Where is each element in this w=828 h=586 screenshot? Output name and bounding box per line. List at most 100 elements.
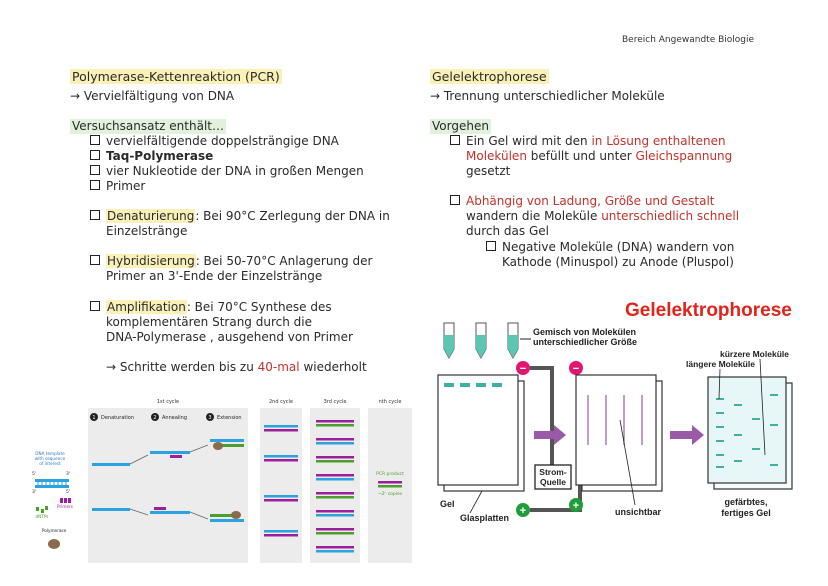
gel-figure-title: Gelelektrophorese (625, 300, 792, 321)
procedure-item: Ein Gel wird mit den in Lösung enthalten… (450, 134, 726, 149)
procedure-subitem-cont: Kathode (Minuspol) zu Anode (Pluspol) (502, 255, 734, 269)
checkbox-icon (90, 150, 100, 160)
step-denaturation-cont: Einzelstränge (106, 224, 188, 238)
gel-title: Gelelektrophorese (430, 69, 549, 84)
svg-text:fertiges Gel: fertiges Gel (721, 508, 771, 518)
arrow-icon (670, 425, 704, 445)
pipette-icons (443, 322, 519, 360)
checkbox-icon (90, 165, 100, 175)
setup-item: vier Nukleotide der DNA in großen Mengen (90, 164, 364, 179)
label-pcr-product: PCR product (376, 471, 404, 477)
extension-strands (210, 439, 244, 522)
primers-icon (60, 498, 71, 503)
cycle2-panel (260, 408, 302, 563)
label-cycle1: 1st cycle (157, 399, 179, 405)
svg-text:5': 5' (66, 489, 70, 495)
step-hybridization-cont: Primer an 3'-Ende der Einzelstränge (106, 269, 323, 283)
step-hybridization: Hybridisierung: Bei 50-70°C Anlagerung d… (90, 254, 372, 269)
step-amplification-cont: DNA-Polymerase , ausgehend von Primer (106, 330, 353, 344)
checkbox-icon (90, 135, 100, 145)
setup-item: vervielfältigende doppelsträngige DNA (90, 134, 339, 149)
label-cycle3: 3rd cycle (324, 399, 347, 405)
label-denaturation: Denaturation (101, 415, 134, 421)
checkbox-icon (90, 180, 100, 190)
checkbox-icon (90, 210, 100, 220)
polymerase-icon (48, 539, 60, 549)
cycle2-products (264, 425, 298, 537)
checkbox-icon (450, 195, 460, 205)
section-header: Bereich Angewandte Biologie (622, 35, 755, 45)
label-extension: Extension (217, 415, 242, 421)
svg-text:3': 3' (32, 489, 36, 495)
label-stained: gefärbtes, (724, 497, 767, 507)
svg-text:with sequence: with sequence (35, 456, 66, 461)
cycle3-products (316, 420, 354, 553)
pcr-diagram: 1st cycle 2nd cycle 3rd cycle nth cycle … (30, 395, 414, 565)
label-dntps: dNTPs (36, 514, 49, 519)
procedure-item-cont: gesetzt (466, 164, 511, 178)
label-polymerase: Polymerase (42, 528, 67, 533)
procedure-item-cont: wandern die Moleküle unterschiedlich sch… (466, 209, 740, 223)
procedure-item-cont: Molekülen befüllt und unter Gleichspannu… (466, 149, 733, 163)
svg-text:5': 5' (32, 471, 36, 477)
minus-pole-icon (516, 361, 530, 375)
svg-text:3': 3' (66, 471, 70, 477)
plus-pole-icon (569, 498, 583, 512)
gel-subtitle: → Trennung unterschiedlicher Moleküle (430, 89, 665, 103)
repeat-note: → Schritte werden bis zu 40-mal wiederho… (106, 360, 367, 374)
label-shorter: kürzere Moleküle (720, 349, 789, 359)
product-icon (378, 481, 402, 488)
gel-electrophoresis-diagram: Gelelektrophorese Gemisch von Molekülen … (437, 300, 793, 523)
svg-text:1: 1 (92, 415, 95, 421)
svg-text:2: 2 (153, 415, 156, 421)
checkbox-icon (90, 255, 100, 265)
power-supply (534, 464, 572, 490)
setup-item: Primer (90, 179, 145, 194)
step-amplification-cont: komplementären Strang durch die (106, 315, 312, 329)
svg-text:of interest: of interest (39, 461, 61, 466)
checkbox-icon (450, 135, 460, 145)
svg-text:−: − (573, 363, 579, 375)
checkbox-icon (90, 301, 100, 311)
label-annealing: Annealing (162, 415, 187, 421)
label-mixture: Gemisch von Molekülen (533, 327, 636, 337)
checkbox-icon (486, 241, 496, 251)
svg-text:−: − (520, 363, 526, 375)
setup-heading: Versuchsansatz enthält… (70, 119, 226, 134)
step-amplification: Amplifikation: Bei 70°C Synthese des (90, 300, 332, 315)
dntp-icon (36, 506, 48, 513)
label-primers: Primers (57, 504, 73, 509)
svg-text:Quelle: Quelle (540, 477, 566, 487)
label-gel: Gel (440, 499, 455, 509)
label-copies: ~2ⁿ copies (378, 491, 403, 497)
label-longer: längere Moleküle (686, 359, 755, 369)
pcr-subtitle: → Vervielfältigung von DNA (70, 89, 235, 103)
svg-text:+: + (520, 505, 526, 517)
label-cycleN: nth cycle (379, 399, 402, 405)
step-denaturation: Denaturierung: Bei 90°C Zerlegung der DN… (90, 209, 390, 224)
gel-3 (707, 376, 793, 490)
arrow-icon (534, 425, 566, 445)
procedure-heading: Vorgehen (430, 119, 491, 134)
annealed-strands (150, 451, 190, 514)
minus-pole-icon (569, 361, 583, 375)
denatured-strands (92, 463, 130, 511)
label-power: Strom- (539, 467, 567, 477)
svg-text:+: + (573, 500, 579, 512)
procedure-item: Abhängig von Ladung, Größe und Gestalt (450, 194, 715, 209)
gel-1 (437, 374, 525, 492)
plus-pole-icon (516, 503, 530, 517)
svg-text:unterschiedlicher Größe: unterschiedlicher Größe (533, 337, 637, 347)
cycle3-panel (310, 408, 360, 563)
label-template: DNA template (35, 451, 65, 456)
label-glass-plates: Glasplatten (460, 513, 509, 523)
pcr-title: Polymerase-Kettenreaktion (PCR) (70, 69, 282, 84)
procedure-item-cont: durch das Gel (466, 224, 549, 238)
svg-text:3: 3 (208, 415, 211, 421)
label-invisible: unsichtbar (615, 507, 662, 517)
setup-item: Taq-Polymerase (90, 149, 213, 164)
procedure-subitem: Negative Moleküle (DNA) wandern von (486, 240, 734, 255)
label-cycle2: 2nd cycle (269, 399, 293, 405)
cycle1-panel (88, 408, 248, 563)
gel-2 (575, 374, 663, 492)
